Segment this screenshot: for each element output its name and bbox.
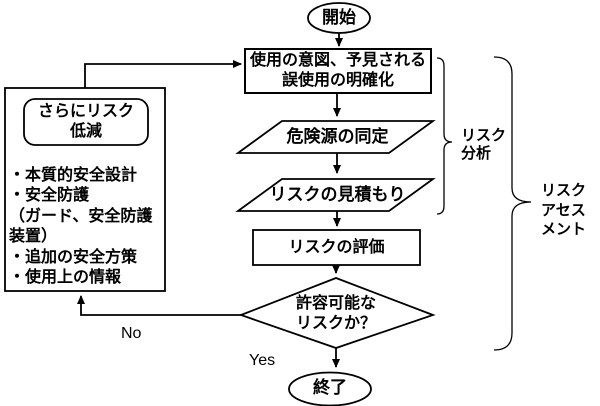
risk-analysis-annotation: リスク 分析 xyxy=(461,127,507,162)
risk-reduction-item: ・安全防護 xyxy=(9,187,90,205)
risk-reduction-item: ・追加の安全方策 xyxy=(9,248,138,266)
hazard-label: 危険源の同定 xyxy=(286,126,389,146)
risk-reduction-item: ・本質的安全設計 xyxy=(9,167,138,184)
risk-reduction-item: 装置） xyxy=(9,228,58,246)
hazard-io-parallelogram xyxy=(235,120,436,154)
risk-reduction-title: さらにリスク 低減 xyxy=(37,103,134,140)
clarify-process-box xyxy=(244,48,432,94)
clarify-label: 使用の意図、予見される 誤使用の明確化 xyxy=(249,52,426,89)
decision-label: 許容可能な リスクか？ xyxy=(295,295,376,332)
no-branch-label: No xyxy=(121,325,142,343)
estimate-io-parallelogram xyxy=(235,178,436,212)
risk-assessment-annotation: リスク アセス メント xyxy=(541,182,587,238)
start-label: 開始 xyxy=(322,8,356,28)
evaluate-label: リスクの評価 xyxy=(288,238,385,256)
end-label: 終了 xyxy=(313,378,347,398)
arrow-reduction-to-clarify-feedback xyxy=(84,60,242,88)
arrow-no-to-reduction xyxy=(77,295,241,316)
estimate-label: リスクの見積もり xyxy=(269,184,406,204)
risk-assessment-brace xyxy=(493,56,532,351)
evaluate-process-box xyxy=(252,229,421,266)
risk-analysis-brace xyxy=(436,57,453,215)
risk-reduction-title-rounded-box xyxy=(23,98,149,146)
start-terminator xyxy=(307,2,371,34)
risk-reduction-item: （ガード、安全防護 xyxy=(9,207,153,225)
decision-diamond xyxy=(238,277,436,349)
risk-reduction-item-list: ・本質的安全設計 ・安全防護 （ガード、安全防護 装置） ・追加の安全方策 ・使… xyxy=(9,166,163,290)
yes-branch-label: Yes xyxy=(249,352,276,370)
risk-reduction-item: ・使用上の情報 xyxy=(9,269,122,287)
